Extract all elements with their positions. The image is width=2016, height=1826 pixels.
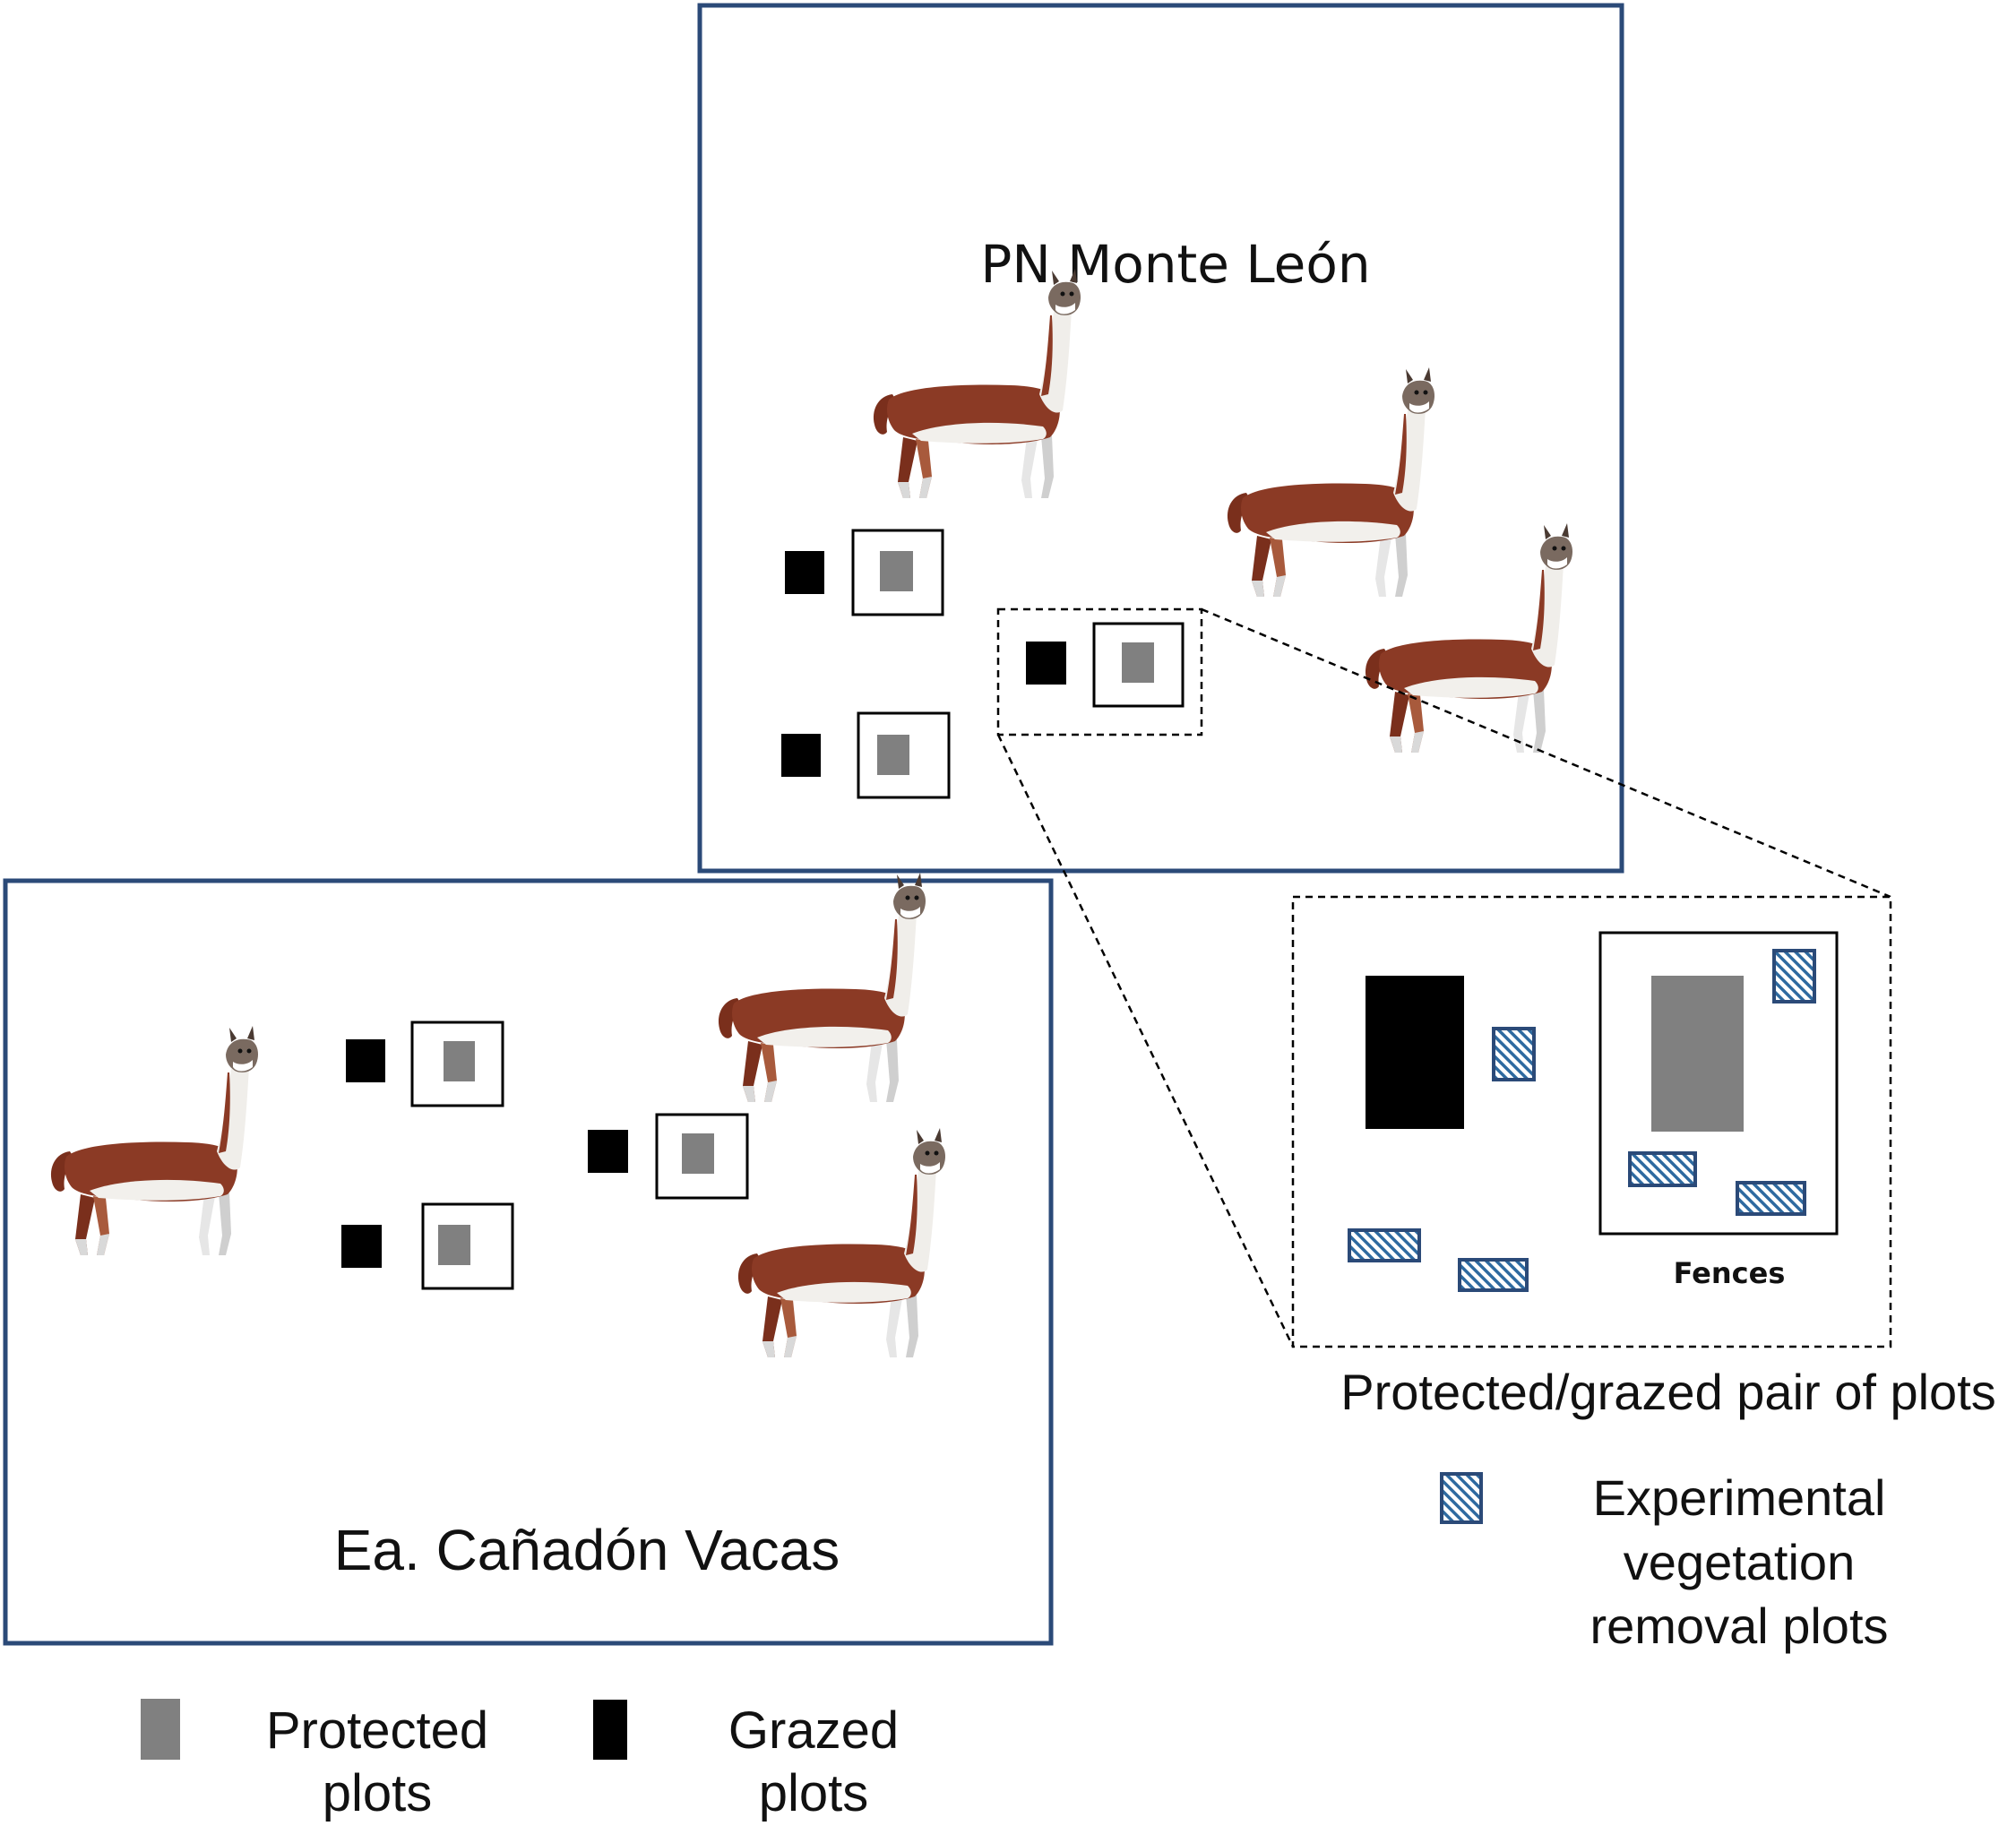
legend-removal-line2: vegetation: [1624, 1534, 1855, 1590]
protected-plot: [1122, 642, 1154, 683]
protected-plot: [682, 1133, 714, 1174]
guanaco-icon: [50, 1026, 258, 1255]
grazed-plot: [781, 734, 821, 777]
site-label-monte-leon: PN Monte León: [980, 234, 1370, 295]
removal-plot: [1736, 1181, 1806, 1216]
protected-plot: [880, 551, 913, 591]
grazed-plot: [1026, 642, 1066, 685]
hatched-square-icon: [1440, 1472, 1483, 1524]
guanaco-icon: [1227, 367, 1434, 597]
protected-legend-swatch: [141, 1699, 180, 1760]
legend-protected-line2: plots: [323, 1764, 433, 1822]
removal-plot: [1628, 1151, 1697, 1187]
site-box-monte-leon: [697, 3, 1624, 874]
protected-plot: [877, 735, 909, 775]
grazed-plot: [346, 1039, 385, 1082]
guanaco-icon: [718, 873, 926, 1102]
removal-plot: [1772, 949, 1816, 1003]
grazed-plot: [588, 1130, 628, 1173]
guanaco-icon: [873, 269, 1081, 498]
legend-protected-line1: Protected: [266, 1701, 488, 1760]
fence-enclosure: [421, 1202, 514, 1290]
removal-plot: [1348, 1228, 1421, 1262]
protected-plot: [438, 1225, 470, 1265]
protected-plot: [444, 1041, 475, 1081]
legend-grazed-line2: plots: [759, 1764, 869, 1822]
site-box-canadon-vacas: [3, 878, 1054, 1646]
legend-grazed-line1: Grazed: [728, 1701, 899, 1760]
guanaco-icon: [1365, 523, 1572, 753]
highlight-box: [996, 607, 1203, 736]
removal-plot: [1492, 1027, 1536, 1081]
inset-grazed-plot: [1366, 976, 1464, 1129]
inset-caption: Protected/grazed pair of plots: [1340, 1364, 1996, 1420]
grazed-plot: [785, 551, 824, 594]
grazed-plot: [341, 1225, 382, 1268]
guanaco-icon: [737, 1128, 945, 1357]
inset-protected-plot: [1651, 976, 1744, 1132]
fences-label: Fences: [1674, 1256, 1786, 1290]
zoom-connector: [996, 734, 1295, 1348]
removal-plot: [1458, 1258, 1529, 1292]
legend-removal-line1: Experimental: [1593, 1469, 1886, 1526]
site-label-canadon-vacas: Ea. Cañadón Vacas: [334, 1518, 840, 1582]
grazed-legend-swatch: [593, 1700, 627, 1760]
legend-removal-line3: removal plots: [1590, 1598, 1888, 1654]
